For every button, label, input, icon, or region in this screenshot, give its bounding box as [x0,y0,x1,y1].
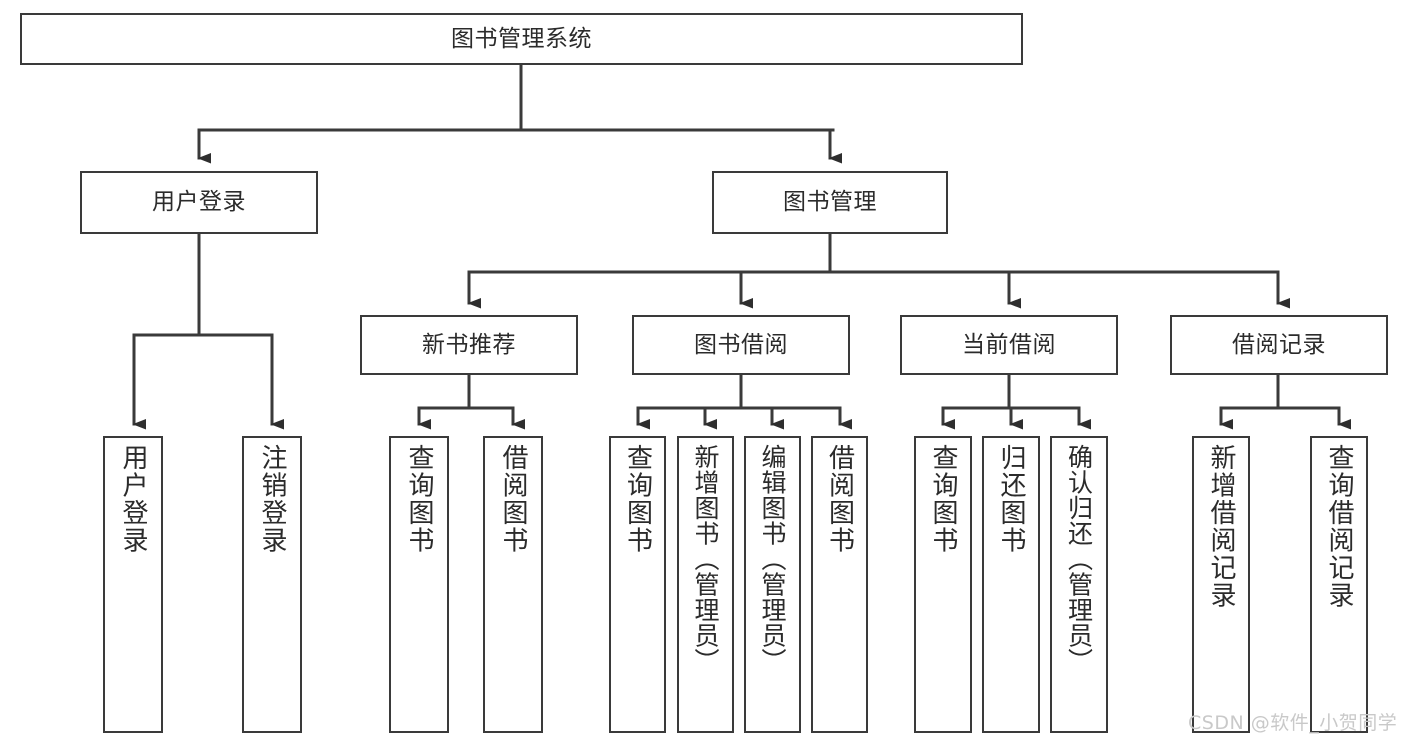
node-rec-borrow-book-label: 借阅图书 [498,444,528,554]
node-cur-query-book[interactable]: 查询图书 [914,436,972,733]
node-borrow-query-book-label: 查询图书 [622,444,653,554]
node-borrow-record[interactable]: 借阅记录 [1170,315,1388,375]
node-rec-query-book[interactable]: 查询图书 [389,436,449,733]
node-user-login[interactable]: 用户登录 [80,171,318,234]
node-borrow-edit-book-label: 编辑图书（管理员） [758,444,787,674]
node-rec-query-record-label: 查询借阅记录 [1324,444,1354,609]
node-rec-add-record-label: 新增借阅记录 [1206,444,1236,609]
node-cur-confirm-return-label: 确认归还（管理员） [1064,444,1094,674]
node-borrow-record-label: 借阅记录 [1232,331,1326,358]
node-root-label: 图书管理系统 [451,25,592,52]
node-user-login-label: 用户登录 [152,189,246,216]
node-book-manage[interactable]: 图书管理 [712,171,948,234]
node-rec-query-record[interactable]: 查询借阅记录 [1310,436,1368,733]
node-user-login-do-label: 用户登录 [118,444,148,554]
node-borrow-edit-book[interactable]: 编辑图书（管理员） [744,436,801,733]
node-cur-query-book-label: 查询图书 [928,444,958,554]
node-borrow-query-book[interactable]: 查询图书 [609,436,666,733]
node-book-borrow[interactable]: 图书借阅 [632,315,850,375]
watermark: CSDN @软件_小贺同学 [1188,712,1398,734]
node-cur-return-book-label: 归还图书 [996,444,1026,554]
node-root[interactable]: 图书管理系统 [20,13,1023,65]
node-borrow-add-book-label: 新增图书（管理员） [691,444,720,674]
node-user-login-do[interactable]: 用户登录 [103,436,163,733]
node-book-borrow-label: 图书借阅 [694,331,788,358]
node-new-book-recommend[interactable]: 新书推荐 [360,315,578,375]
node-cur-return-book[interactable]: 归还图书 [982,436,1040,733]
node-rec-query-book-label: 查询图书 [404,444,434,554]
node-current-borrow[interactable]: 当前借阅 [900,315,1118,375]
node-cur-confirm-return[interactable]: 确认归还（管理员） [1050,436,1108,733]
node-user-logout-label: 注销登录 [257,444,287,554]
node-new-book-recommend-label: 新书推荐 [422,331,516,358]
node-borrow-add-book[interactable]: 新增图书（管理员） [677,436,734,733]
node-borrow-lend-book[interactable]: 借阅图书 [811,436,868,733]
node-user-logout[interactable]: 注销登录 [242,436,302,733]
node-current-borrow-label: 当前借阅 [962,331,1056,358]
node-book-manage-label: 图书管理 [783,189,877,216]
node-rec-borrow-book[interactable]: 借阅图书 [483,436,543,733]
node-borrow-lend-book-label: 借阅图书 [824,444,855,554]
node-rec-add-record[interactable]: 新增借阅记录 [1192,436,1250,733]
